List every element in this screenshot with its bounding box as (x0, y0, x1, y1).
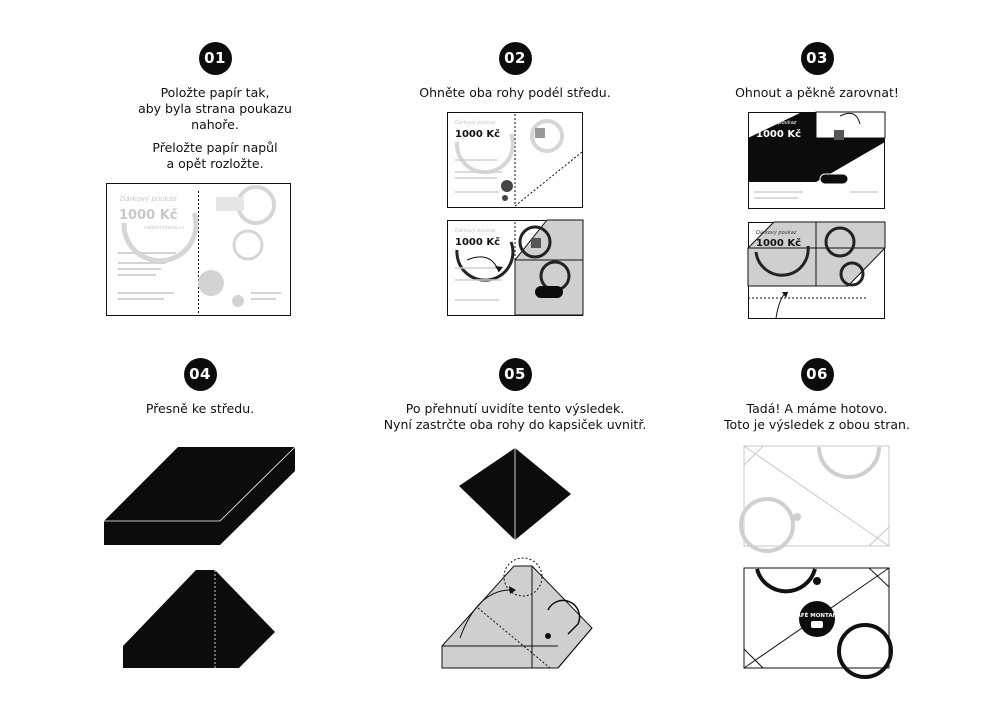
svg-text:1000 Kč: 1000 Kč (455, 128, 500, 140)
svg-text:1000 Kč: 1000 Kč (455, 236, 500, 248)
step-caption: Tadá! A máme hotovo. Toto je výsledek z … (724, 401, 910, 432)
coffee-ring-mark (121, 212, 199, 264)
voucher-amount: 1000 Kč (119, 208, 178, 223)
step-06-diagram-front: CAFÉ MONTANA (743, 567, 893, 679)
step-05: 05 Po přehnutí uvidíte tento výsledek. N… (365, 358, 665, 433)
cafe-montana-logo (799, 601, 835, 637)
step-number-badge: 01 (198, 42, 232, 75)
svg-text:Dárkový poukaz: Dárkový poukaz (455, 227, 496, 234)
svg-text:1000 Kč: 1000 Kč (756, 237, 801, 249)
step-02: 02 Ohněte oba rohy podél středu. (365, 42, 665, 101)
step-number-badge: 02 (498, 42, 532, 75)
step-caption: Po přehnutí uvidíte tento výsledek. Nyní… (383, 401, 647, 432)
svg-text:Dárkový poukaz: Dárkový poukaz (455, 119, 496, 126)
step-04-diagram-top (104, 446, 296, 545)
step-06-diagram-back (739, 445, 890, 553)
step-06: 06 Tadá! A máme hotovo. Toto je výsledek… (667, 358, 967, 433)
svg-text:Dárkový poukaz: Dárkový poukaz (756, 229, 797, 236)
voucher-site: cafemontana.cz (144, 225, 184, 231)
step-number-badge: 04 (183, 358, 217, 391)
step-caption: Položte papír tak, aby byla strana pouka… (138, 85, 292, 171)
step-02-diagram-top: Dárkový poukaz 1000 Kč (447, 112, 583, 208)
voucher-script-title: Dárkový poukaz (120, 195, 177, 203)
step-02-diagram-bottom: Dárkový poukaz 1000 Kč (447, 219, 584, 316)
svg-text:1000 Kč: 1000 Kč (756, 128, 801, 140)
step-caption: Ohněte oba rohy podél středu. (419, 85, 611, 100)
step-04-diagram-bottom (123, 570, 275, 668)
step-caption: Ohnout a pěkně zarovnat! (735, 85, 899, 100)
step-05-diagram-top (459, 448, 571, 540)
step-03-diagram-bottom: Dárkový poukaz 1000 Kč (747, 221, 886, 319)
logo-wordmark: CAFÉ MONTANA (793, 611, 843, 619)
step-05-diagram-bottom (441, 557, 593, 669)
step-caption: Přesně ke středu. (145, 401, 255, 416)
step-number-badge: 06 (800, 358, 834, 391)
step-number-badge: 03 (800, 42, 834, 75)
step-number-badge: 05 (498, 358, 532, 391)
svg-text:Dárkový poukaz: Dárkový poukaz (756, 119, 797, 126)
step-01: 01 Položte papír tak, aby byla strana po… (65, 42, 365, 179)
step-04: 04 Přesně ke středu. (50, 358, 350, 417)
step-01-diagram-open-voucher: Dárkový poukaz 1000 Kč cafemontana.cz (106, 183, 291, 316)
step-03-diagram-top: Dárkový poukaz 1000 Kč (748, 111, 886, 209)
step-03: 03 Ohnout a pěkně zarovnat! (667, 42, 967, 101)
